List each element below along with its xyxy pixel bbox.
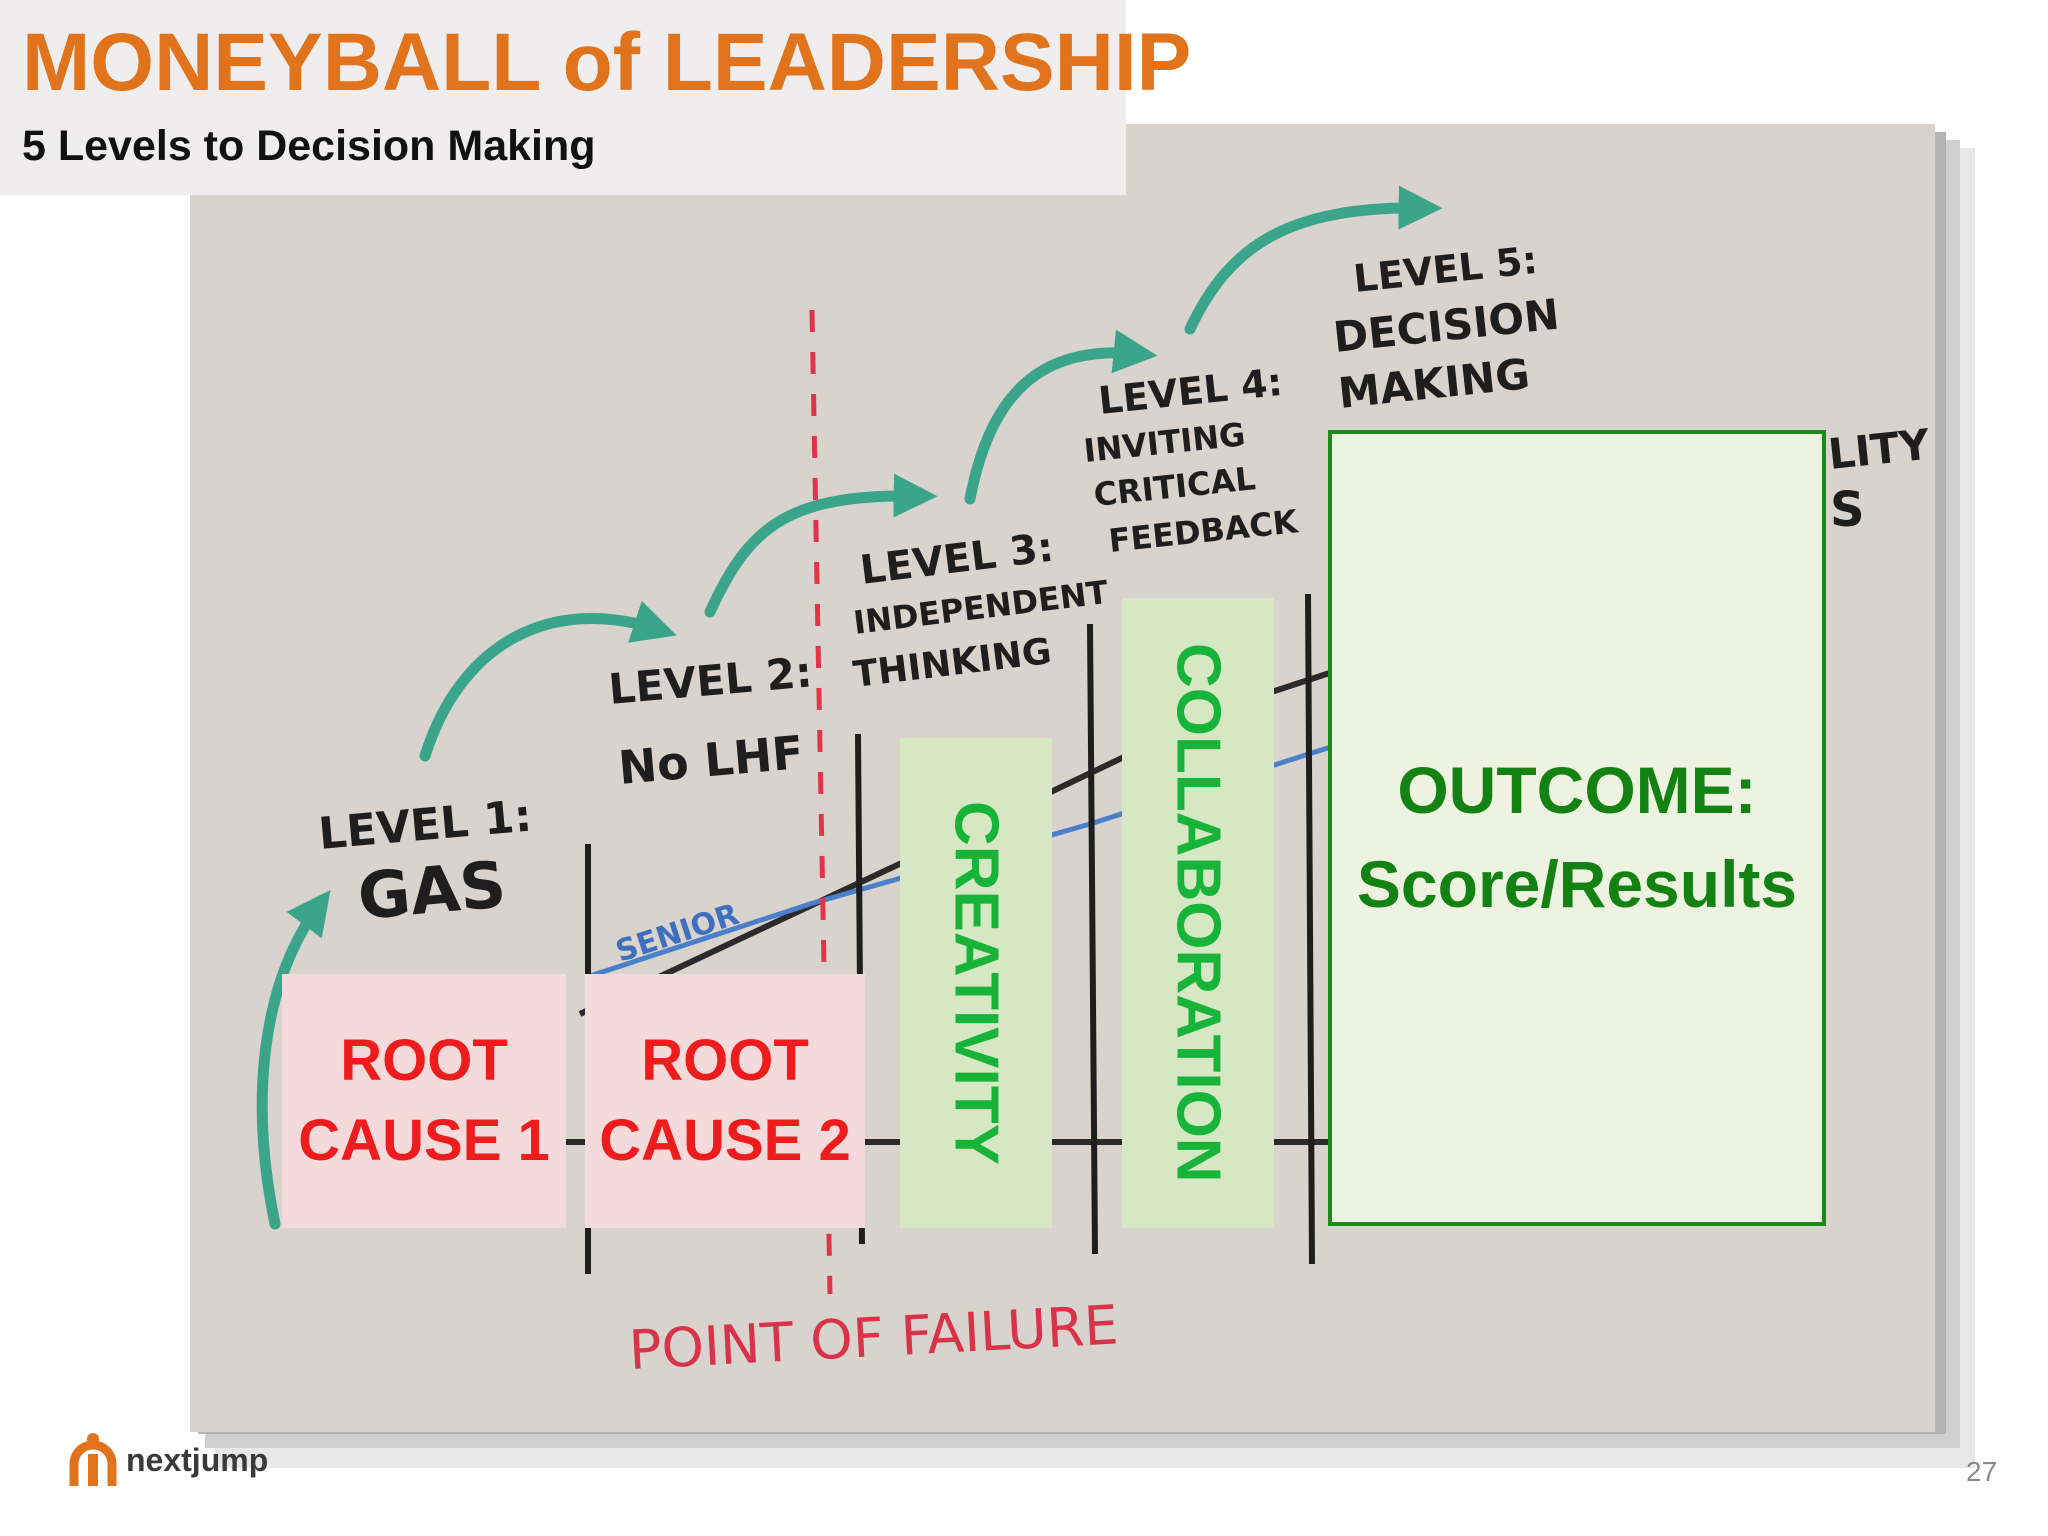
slide-subtitle: 5 Levels to Decision Making [22, 122, 596, 170]
creativity-label: CREATIVITY [941, 801, 1011, 1165]
root-cause-2-line2: CAUSE 2 [599, 1108, 851, 1173]
outcome-detail: Score/Results [1356, 846, 1798, 921]
level5-line3: MAKING [1336, 349, 1532, 418]
root-cause-1-line2: CAUSE 1 [298, 1108, 550, 1173]
logo-text: nextjump [126, 1441, 269, 1478]
outcome-box: OUTCOME: Score/Results [1328, 430, 1826, 1226]
title-banner: MONEYBALL of LEADERSHIP 5 Levels to Deci… [0, 0, 1191, 195]
outcome-heading: OUTCOME: [1397, 753, 1757, 827]
collaboration-label: COLLABORATION [1163, 643, 1233, 1183]
senior-label: SENIOR [612, 897, 744, 970]
page-number: 27 [1966, 1456, 1998, 1487]
level2-subtitle: No LHF [616, 725, 805, 795]
level4-line3: CRITICAL [1092, 459, 1257, 514]
root-cause-2-box: ROOT CAUSE 2 [585, 974, 865, 1228]
nextjump-logo: nextjump [68, 1430, 268, 1490]
level5-title: LEVEL 5: [1351, 238, 1539, 301]
root-cause-1-line1: ROOT [340, 1027, 508, 1093]
nextjump-logo-icon [69, 1433, 117, 1486]
root-cause-1-box: ROOT CAUSE 1 [282, 974, 566, 1228]
level-arrows [256, 185, 1443, 1230]
level2-title: LEVEL 2: [607, 647, 815, 714]
level4-line4: FEEDBACK [1107, 502, 1301, 560]
point-of-failure-label: POINT OF FAILURE [627, 1293, 1119, 1382]
slide-title: MONEYBALL of LEADERSHIP [22, 17, 1192, 108]
level1-subtitle: GAS [355, 848, 509, 935]
collaboration-box: COLLABORATION [1122, 598, 1274, 1228]
partial-right-label-2: S [1830, 482, 1865, 538]
creativity-box: CREATIVITY [900, 738, 1052, 1228]
root-cause-2-line1: ROOT [641, 1027, 809, 1093]
partial-right-label-1: LITY [1826, 420, 1933, 479]
level4-title: LEVEL 4: [1096, 360, 1284, 423]
level3-line3: THINKING [851, 631, 1054, 696]
outcome-text: OUTCOME: Score/Results [1332, 744, 1822, 931]
